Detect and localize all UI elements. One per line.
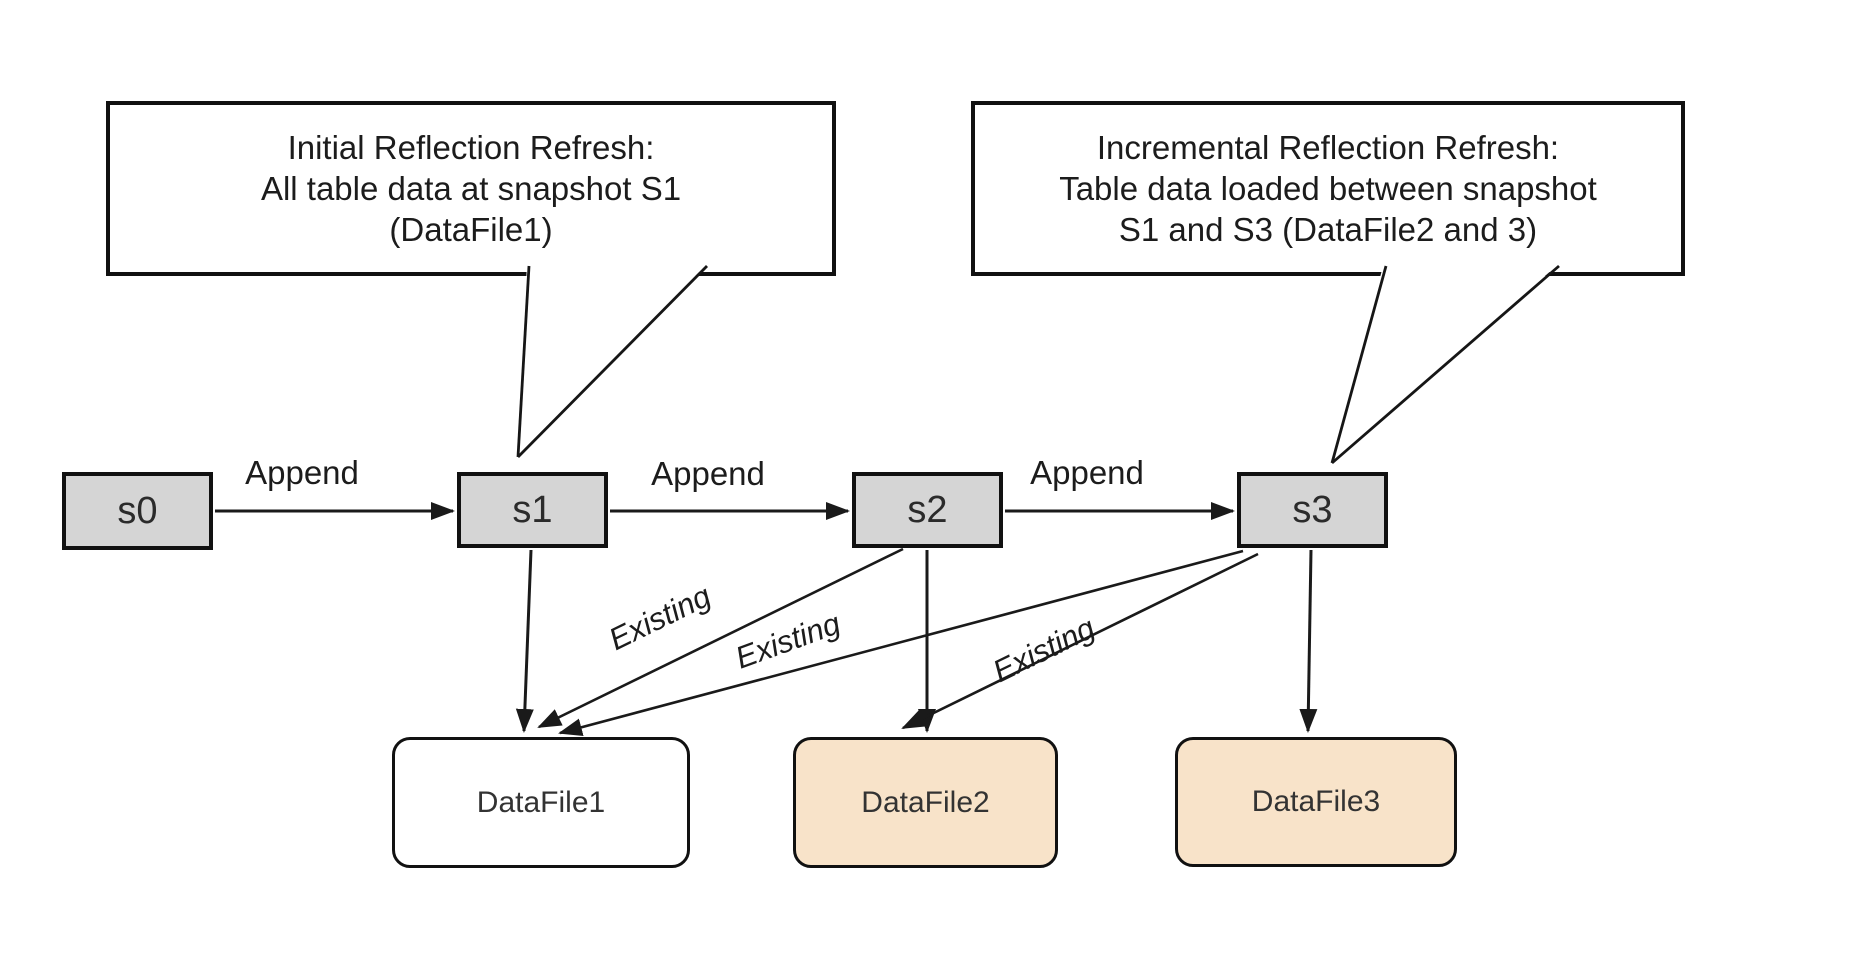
datafile1-box: DataFile1 [392,737,690,868]
callout-initial-tail [516,262,709,458]
snapshot-label-s0: s0 [117,489,158,532]
callout-initial-line-2: All table data at snapshot S1 [260,170,682,207]
append-label-s2-s3: Append [1030,454,1144,491]
datafile3-box: DataFile3 [1175,737,1457,867]
snapshot-label-s3: s3 [1292,488,1333,531]
snapshot-box-s1: s1 [457,472,608,548]
callout-initial-line-3: (DataFile1) [389,211,553,248]
snapshot-label-s2: s2 [907,488,948,531]
existing-arrow-s3-datafile1 [558,549,1244,737]
existing-label-s3-datafile1: Existing [730,605,845,676]
datafile1-label: DataFile1 [476,785,606,819]
callout-incremental-line-3: S1 and S3 (DataFile2 and 3) [1118,211,1538,248]
callout-initial-line-1: Initial Reflection Refresh: [287,129,655,166]
callout-incremental-line-2: Table data loaded between snapshot [1059,170,1597,207]
callout-initial-reflection: Initial Reflection Refresh: All table da… [106,101,836,276]
callout-incremental-tail [1330,262,1561,465]
existing-label-s3-datafile2: Existing [987,610,1101,690]
datafile2-label: DataFile2 [861,785,990,819]
existing-label-s2-datafile1: Existing [603,578,717,658]
existing-arrow-s2-datafile1 [537,547,904,729]
callout-incremental-reflection: Incremental Reflection Refresh: Table da… [971,101,1685,276]
arrow-s1-datafile1 [515,549,534,733]
snapshot-box-s2: s2 [852,472,1003,548]
datafile2-box: DataFile2 [793,737,1058,868]
append-label-s0-s1: Append [245,454,359,491]
snapshot-label-s1: s1 [512,488,553,531]
arrow-s3-datafile3 [1299,549,1318,733]
callout-incremental-line-1: Incremental Reflection Refresh: [1096,129,1560,166]
datafile3-label: DataFile3 [1251,785,1381,818]
snapshot-box-s3: s3 [1237,472,1388,548]
append-label-s1-s2: Append [651,455,765,492]
snapshot-box-s0: s0 [62,472,213,550]
